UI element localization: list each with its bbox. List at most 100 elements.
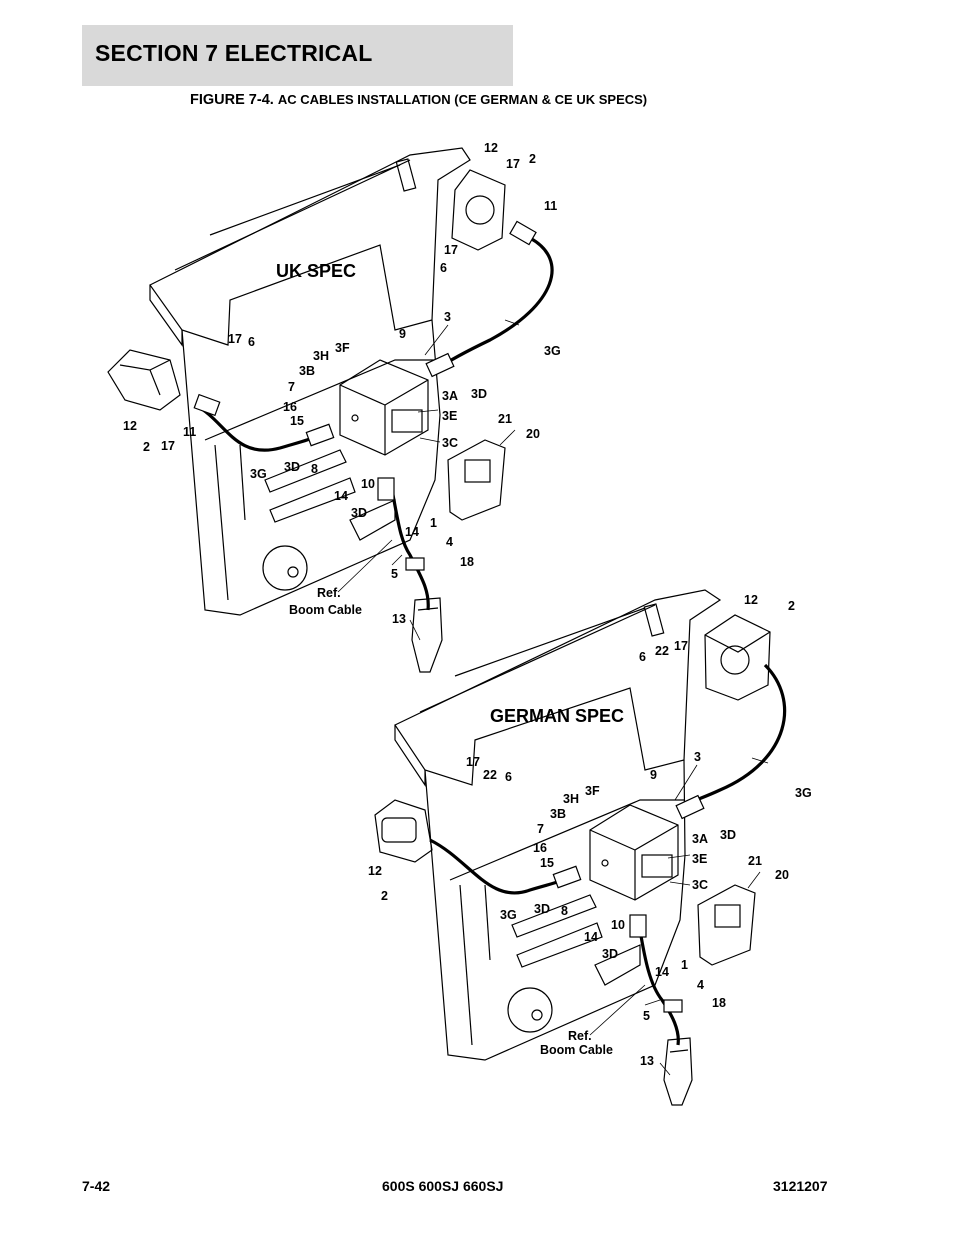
german-label: 22 [655,644,669,658]
section-header-bar [82,25,513,86]
german-label: 20 [775,868,789,882]
figure-title: FIGURE 7-4. AC CABLES INSTALLATION (CE G… [190,92,647,108]
german-label: 3H [563,792,579,806]
uk-spec-title: UK SPEC [276,261,356,281]
uk-label: 12 [484,141,498,155]
german-label: 4 [697,978,704,992]
uk-assembly [107,147,506,673]
uk-label: 6 [248,335,255,349]
german-spec-title: GERMAN SPEC [490,706,624,726]
footer-doc-number: 3121207 [773,1178,828,1194]
german-label: 12 [744,593,758,607]
uk-label: 3E [442,409,457,423]
german-label: 1 [681,958,688,972]
uk-label: 16 [283,400,297,414]
uk-label: 8 [311,462,318,476]
footer-models: 600S 600SJ 660SJ [382,1178,504,1194]
uk-label: 13 [392,612,406,626]
uk-label: 9 [399,327,406,341]
german-label: 6 [639,650,646,664]
german-label: 3 [694,750,701,764]
german-label: 22 [483,768,497,782]
german-label: 2 [788,599,795,613]
uk-label: 3D [284,460,300,474]
uk-connectors [193,220,537,571]
german-label: 3F [585,784,600,798]
german-label: 17 [674,639,688,653]
german-label: 5 [643,1009,650,1023]
german-ref-label: Ref. [568,1029,592,1043]
german-label: 17 [466,755,480,769]
german-label: 6 [505,770,512,784]
uk-label: 17 [161,439,175,453]
german-label: 7 [537,822,544,836]
uk-label: 20 [526,427,540,441]
uk-label: 3D [351,506,367,520]
german-leader-lines [589,757,769,1076]
uk-label: 2 [529,152,536,166]
uk-leader-lines [337,319,520,641]
uk-label: 3H [313,349,329,363]
figure-number: FIGURE 7-4. [190,92,274,108]
german-label: 3G [500,908,517,922]
uk-label: 14 [405,525,419,539]
uk-label: 3B [299,364,315,378]
uk-label: 11 [183,425,196,439]
uk-label: 3G [250,467,267,481]
uk-label: 11 [544,199,557,213]
german-assembly [374,589,771,1106]
uk-label: 10 [361,477,375,491]
uk-label: 12 [123,419,137,433]
uk-part-labels: UK SPEC 12 17 2 11 17 6 3 9 3G 3F 17 6 3… [123,141,561,626]
german-label: 3B [550,807,566,821]
german-label: 21 [748,854,762,868]
german-label: 3G [795,786,812,800]
uk-label: 17 [444,243,458,257]
uk-label: 3 [444,310,451,324]
german-label: 2 [381,889,388,903]
german-label: 3A [692,832,708,846]
german-label: 3D [602,947,618,961]
german-label: 10 [611,918,625,932]
uk-label: 18 [460,555,474,569]
german-label: 3E [692,852,707,866]
uk-label: 14 [334,489,348,503]
german-label: 12 [368,864,382,878]
figure-caption: AC CABLES INSTALLATION (CE GERMAN & CE U… [277,92,648,107]
german-label: 18 [712,996,726,1010]
german-label: 8 [561,904,568,918]
uk-label: 2 [143,440,150,454]
section-title: SECTION 7 ELECTRICAL [95,40,373,66]
uk-label: 3G [544,344,561,358]
uk-label: 3C [442,436,458,450]
uk-label: 3D [471,387,487,401]
uk-label: 15 [290,414,304,428]
german-connectors [552,794,705,1013]
uk-ref-label: Boom Cable [289,603,362,617]
uk-ref-label: Ref. [317,586,341,600]
uk-label: 3A [442,389,458,403]
uk-label: 3F [335,341,350,355]
german-label: 3C [692,878,708,892]
german-label: 14 [584,930,598,944]
uk-label: 1 [430,516,437,530]
uk-cables [194,236,554,611]
german-label: 16 [533,841,547,855]
german-ref-label: Boom Cable [540,1043,613,1057]
uk-label: 7 [288,380,295,394]
uk-label: 17 [506,157,520,171]
uk-label: 4 [446,535,453,549]
uk-label: 17 [228,332,242,346]
german-label: 14 [655,965,669,979]
german-part-labels: GERMAN SPEC 12 2 6 22 17 3 9 3G 17 22 6 … [368,593,812,1068]
uk-label: 5 [391,567,398,581]
uk-label: 21 [498,412,512,426]
german-label: 15 [540,856,554,870]
page-number: 7-42 [82,1178,111,1194]
german-label: 3D [720,828,736,842]
uk-label: 6 [440,261,447,275]
german-label: 3D [534,902,550,916]
german-label: 13 [640,1054,654,1068]
german-label: 9 [650,768,657,782]
